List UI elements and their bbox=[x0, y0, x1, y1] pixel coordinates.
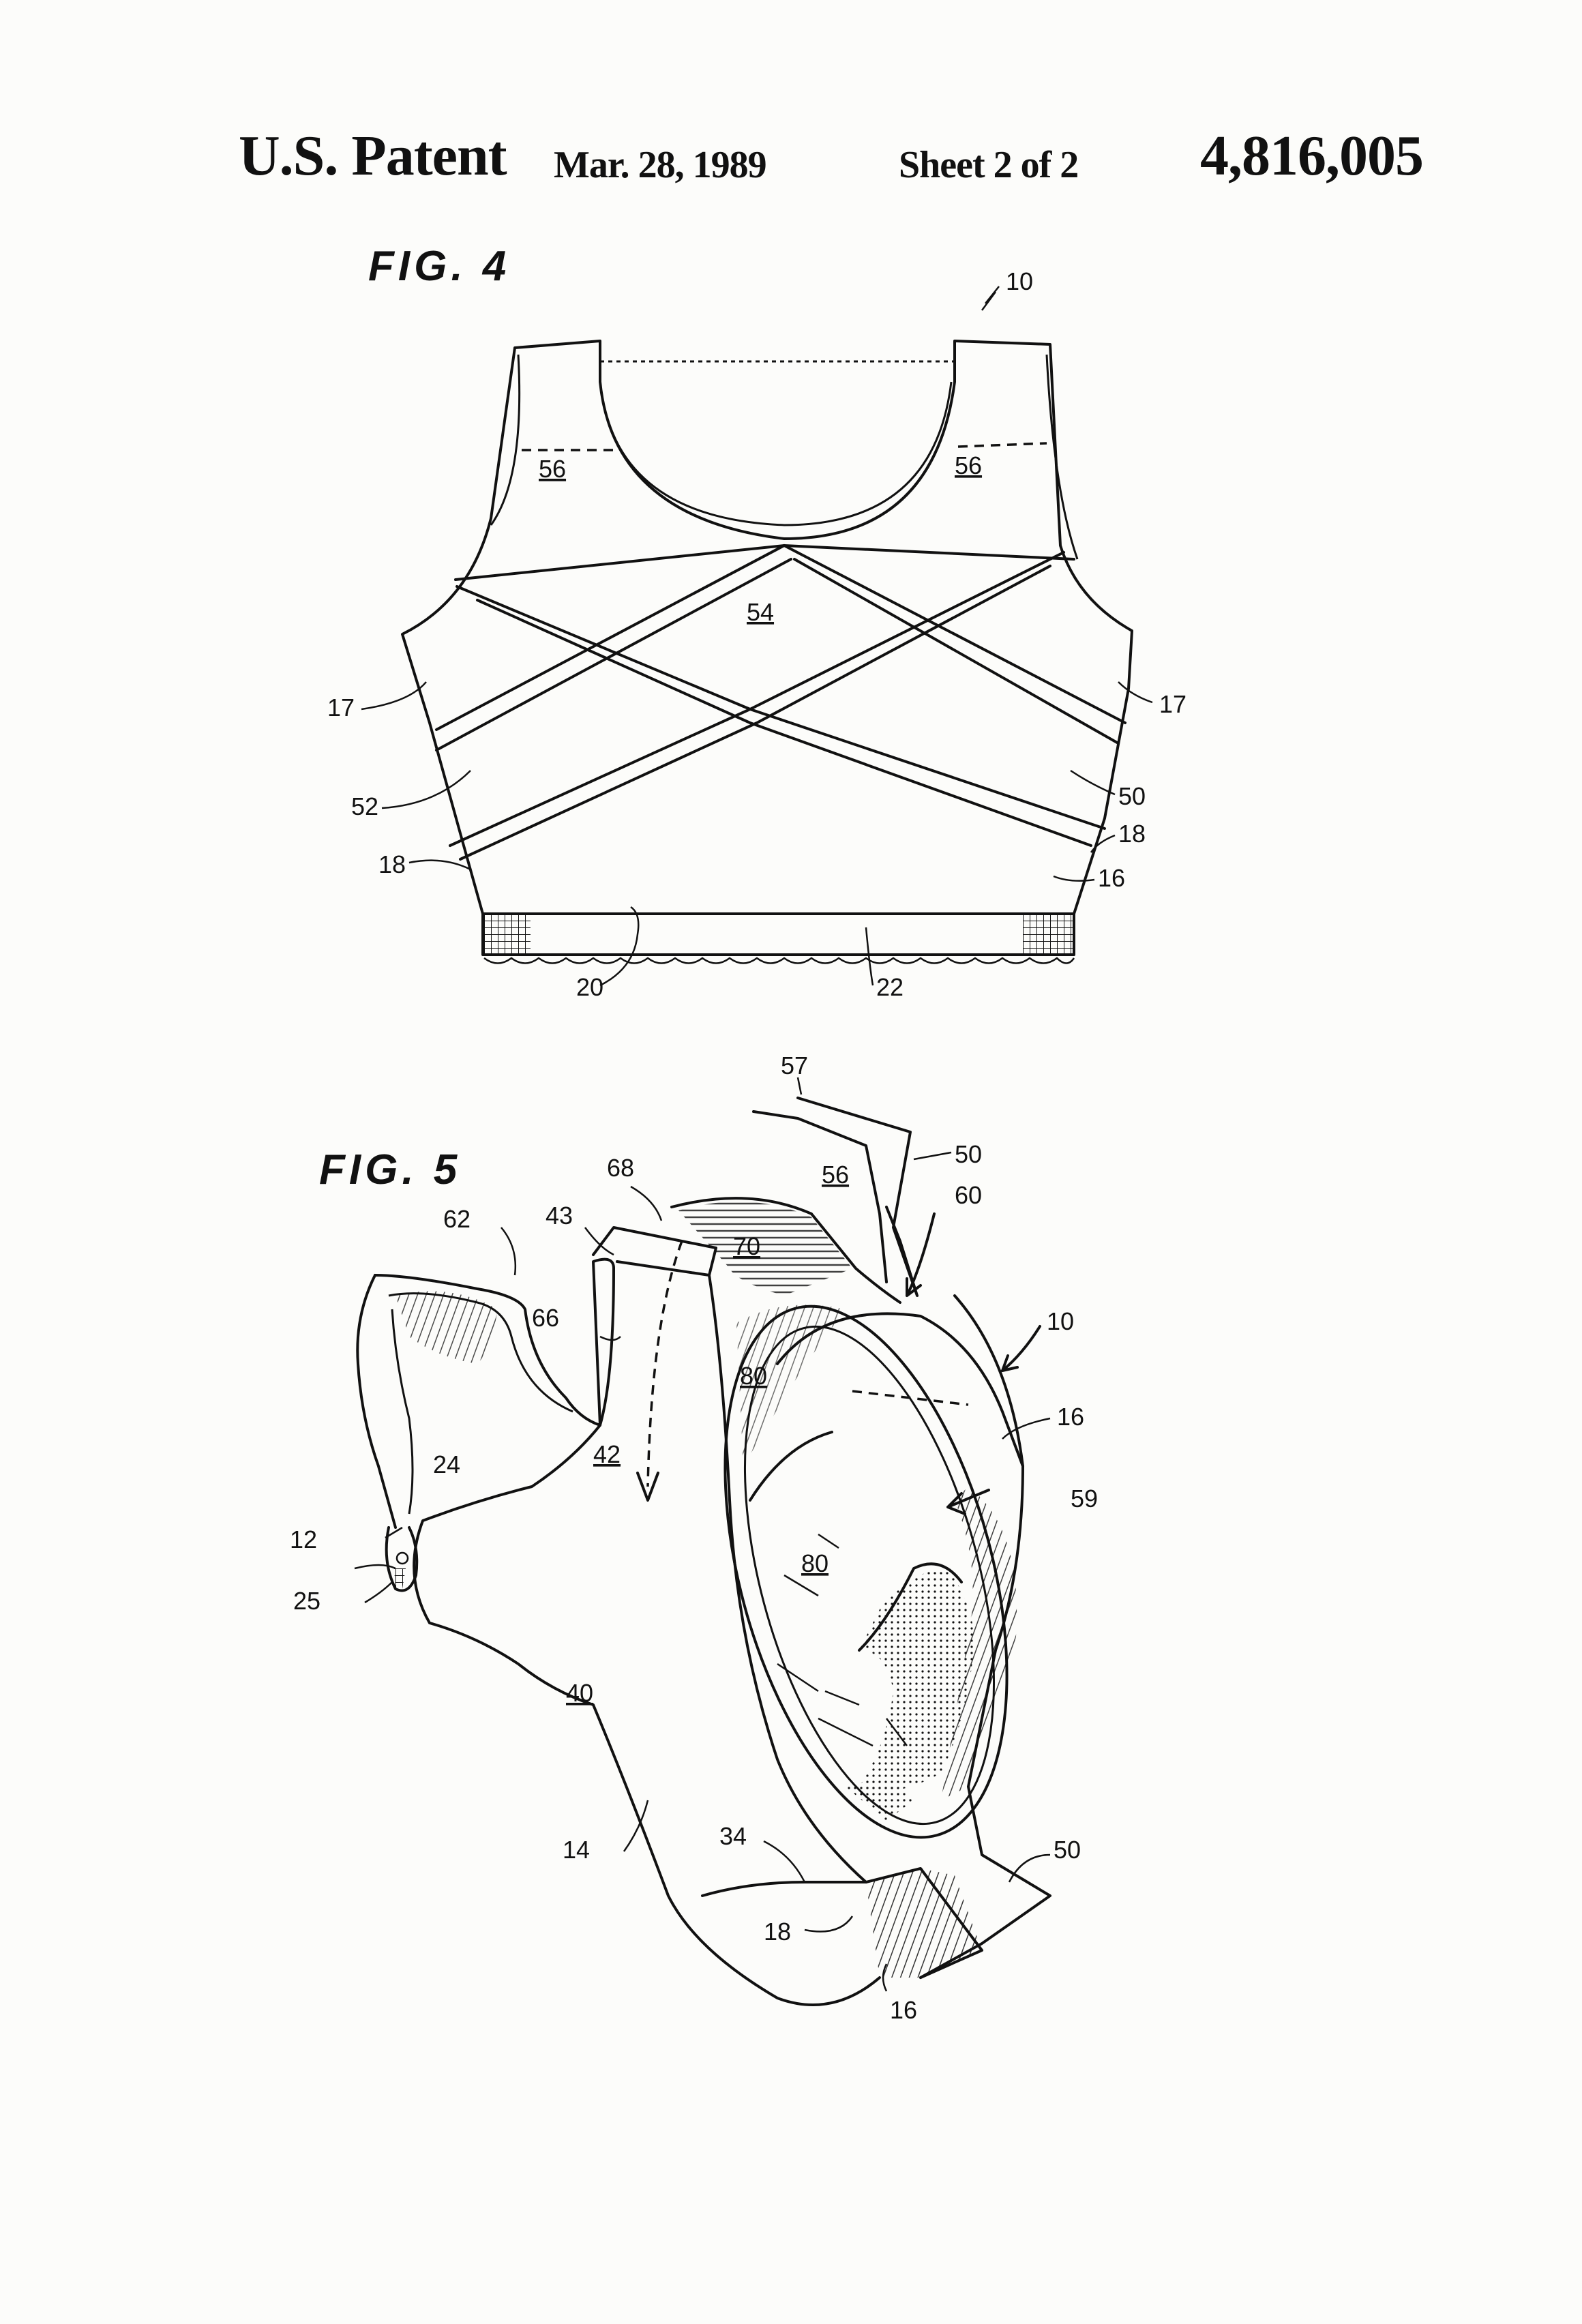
fig5-ref-12: 12 bbox=[290, 1525, 317, 1553]
fig4-ref-16: 16 bbox=[1098, 864, 1125, 892]
fig5-ref-18: 18 bbox=[764, 1918, 791, 1946]
fig4-ref-52: 52 bbox=[351, 792, 378, 820]
header-patent-number: 4,816,005 bbox=[1200, 124, 1424, 188]
fig5-ref-40: 40 bbox=[566, 1679, 593, 1707]
fig5-ref-59: 59 bbox=[1071, 1485, 1098, 1513]
fig5-ref-66: 66 bbox=[532, 1304, 559, 1332]
header-sheet: Sheet 2 of 2 bbox=[899, 144, 1079, 186]
fig4-ref-56-right: 56 bbox=[955, 451, 982, 479]
fig5-ref-62: 62 bbox=[443, 1205, 471, 1233]
fig5-ref-70: 70 bbox=[733, 1232, 760, 1260]
fig5-ref-42: 42 bbox=[593, 1440, 621, 1468]
fig5-ref-80-mid: 80 bbox=[801, 1549, 829, 1577]
fig4-drawing bbox=[361, 286, 1153, 987]
fig5-drawing bbox=[354, 1077, 1051, 2006]
fig5-ref-80-top: 80 bbox=[740, 1362, 767, 1390]
fig4-ref-22: 22 bbox=[876, 973, 904, 1001]
fig4-ref-10: 10 bbox=[1006, 267, 1033, 295]
fig4-ref-54: 54 bbox=[747, 598, 774, 626]
fig5-ref-16-bottom: 16 bbox=[890, 1996, 917, 2024]
fig5-ref-43: 43 bbox=[546, 1202, 573, 1230]
fig5-ref-16-top: 16 bbox=[1057, 1403, 1084, 1431]
fig5-label: FIG. 5 bbox=[319, 1146, 462, 1193]
header-date: Mar. 28, 1989 bbox=[554, 144, 767, 186]
fig4-ref-56-left: 56 bbox=[539, 455, 566, 483]
fig5-ref-56: 56 bbox=[822, 1161, 849, 1189]
fig4-ref-17-right: 17 bbox=[1159, 690, 1186, 718]
fig4-ref-18-right: 18 bbox=[1118, 820, 1146, 848]
fig4-ref-18-left: 18 bbox=[378, 850, 406, 878]
fig5-ref-34: 34 bbox=[719, 1822, 747, 1850]
fig4-ref-50: 50 bbox=[1118, 782, 1146, 810]
fig5-ref-57: 57 bbox=[781, 1052, 808, 1079]
fig5-ref-50-bottom: 50 bbox=[1054, 1836, 1081, 1864]
fig4-label: FIG. 4 bbox=[368, 243, 511, 290]
fig4-ref-20: 20 bbox=[576, 973, 603, 1001]
fig5-ref-14: 14 bbox=[563, 1836, 590, 1864]
fig5-ref-10: 10 bbox=[1047, 1307, 1074, 1335]
fig5-ref-60: 60 bbox=[955, 1181, 982, 1209]
header-patent-label: U.S. Patent bbox=[239, 124, 507, 188]
fig5-ref-24: 24 bbox=[433, 1450, 460, 1478]
fig5-ref-25: 25 bbox=[293, 1587, 320, 1615]
fig5-ref-68: 68 bbox=[607, 1154, 634, 1182]
fig5-ref-50-top: 50 bbox=[955, 1140, 982, 1168]
fig4-ref-17-left: 17 bbox=[327, 694, 355, 721]
